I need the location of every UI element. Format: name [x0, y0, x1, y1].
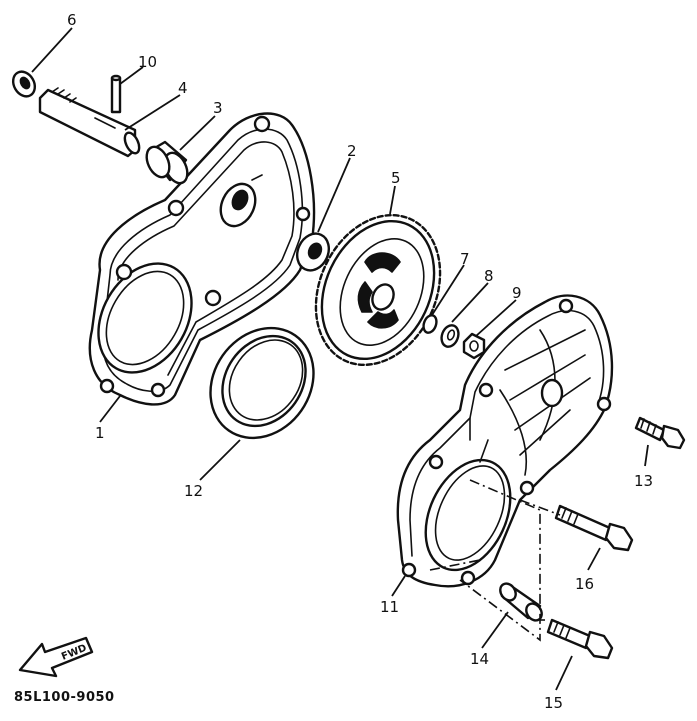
part-5-gear [314, 213, 442, 367]
callout-9: 9 [512, 284, 522, 302]
fwd-arrow-icon: FWD [18, 636, 94, 678]
part-8-washer [440, 324, 460, 348]
callout-16: 16 [575, 575, 594, 593]
part-4-shaft [38, 87, 141, 158]
callout-3: 3 [213, 99, 223, 117]
callout-13: 13 [634, 472, 653, 490]
callout-14: 14 [470, 650, 489, 668]
part-15-bolt [546, 618, 614, 660]
part-12-seal-ring [209, 326, 315, 440]
part-1-left-cover [88, 112, 316, 406]
part-16-bolt [554, 504, 634, 552]
callout-labels: 6 10 4 3 2 5 7 8 9 1 12 13 16 11 14 15 [67, 11, 653, 712]
callout-11: 11 [380, 598, 399, 616]
callout-15: 15 [544, 694, 563, 712]
part-14-dowel [499, 582, 543, 622]
part-3-bushing [145, 140, 189, 185]
drawing-code: 85L100-9050 [14, 690, 115, 705]
callout-6: 6 [67, 11, 77, 29]
part-11-right-cover [396, 294, 614, 588]
callout-2: 2 [347, 142, 357, 160]
part-2-washer [296, 232, 330, 272]
callout-4: 4 [178, 79, 188, 97]
callout-5: 5 [391, 169, 401, 187]
leader-lines [31, 27, 649, 691]
callout-8: 8 [484, 267, 494, 285]
callout-10: 10 [138, 53, 157, 71]
callout-12: 12 [184, 482, 203, 500]
assembly-lines [429, 479, 561, 642]
part-7-washer [422, 314, 438, 334]
part-10-pin [110, 74, 122, 114]
part-13-bolt [634, 416, 686, 450]
callout-7: 7 [460, 250, 470, 268]
part-6-washer [11, 70, 37, 98]
part-9-nut [462, 332, 486, 360]
callout-1: 1 [95, 424, 105, 442]
